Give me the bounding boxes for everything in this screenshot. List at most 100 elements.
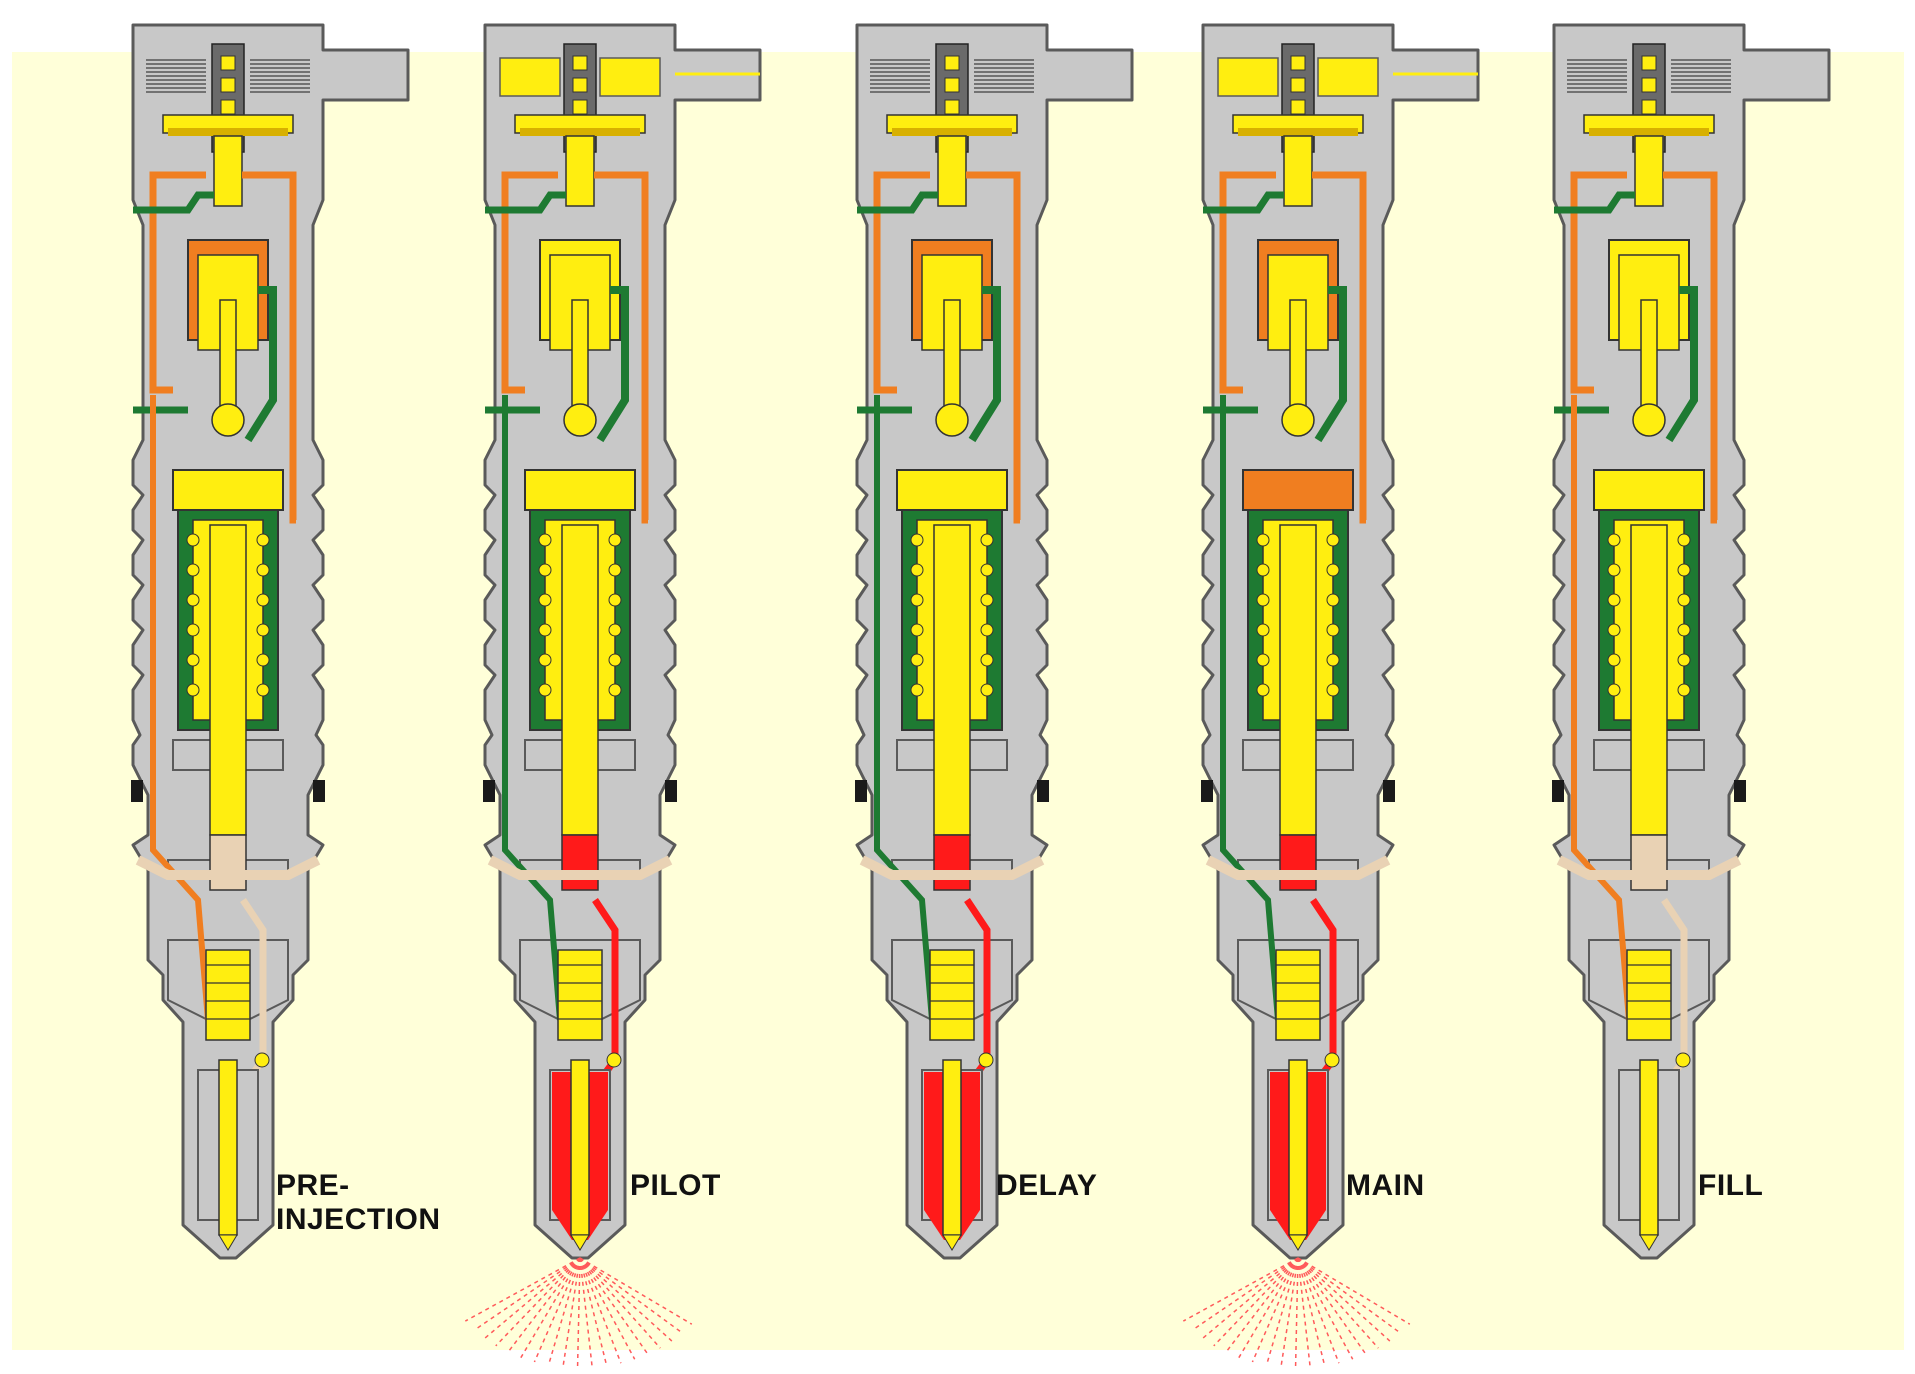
- spool-drain-return: [968, 286, 1001, 443]
- spring-coil-left: [1607, 593, 1621, 607]
- solenoid-coil: [974, 59, 1034, 93]
- solenoid-coil-energized: [499, 57, 561, 97]
- check-ball: [211, 403, 245, 437]
- spring-coil-left: [1607, 533, 1621, 547]
- poppet-spring-coil: [1641, 99, 1657, 115]
- injector-2: PILOT: [464, 23, 762, 1368]
- nozzle-needle: [942, 1059, 962, 1236]
- spray-stream: [520, 1257, 581, 1359]
- spray-stream: [1251, 1257, 1299, 1363]
- spring-coil-right: [980, 563, 994, 577]
- needle-tip: [942, 1234, 962, 1251]
- spring-coil-right: [1677, 683, 1691, 697]
- spring-coil-right: [256, 623, 270, 637]
- spray-stream: [1297, 1257, 1326, 1367]
- poppet-stem: [937, 135, 967, 207]
- nozzle-needle: [218, 1059, 238, 1236]
- poppet-spring-coil: [1290, 55, 1306, 71]
- drain-oil-passage: [485, 191, 566, 214]
- spray-stream: [579, 1257, 649, 1355]
- spray-stream: [547, 1257, 581, 1366]
- plunger: [209, 524, 247, 836]
- poppet-stem: [1283, 135, 1313, 207]
- spring-coil-right: [980, 653, 994, 667]
- stage-label-line: PRE-: [276, 1169, 350, 1202]
- spray-stream: [1297, 1257, 1354, 1360]
- o-ring-seal-right: [1734, 780, 1746, 802]
- intensifier-piston-head: [1593, 469, 1705, 511]
- needle-tip: [1639, 1234, 1659, 1251]
- needle-tip: [218, 1234, 238, 1251]
- spray-stream: [1297, 1257, 1367, 1355]
- spring-coil-left: [1256, 683, 1270, 697]
- spray-stream: [579, 1257, 608, 1367]
- spring-coil-right: [256, 533, 270, 547]
- spring-coil-right: [608, 593, 622, 607]
- supply-oil-passage: [594, 171, 649, 524]
- spray-stream: [1191, 1257, 1299, 1331]
- spring-coil-left: [538, 533, 552, 547]
- spray-stream: [464, 1257, 581, 1322]
- nozzle-needle: [570, 1059, 590, 1236]
- o-ring-seal-right: [1383, 780, 1395, 802]
- spray-stream: [579, 1257, 636, 1360]
- stage-label-line: INJECTION: [276, 1203, 441, 1236]
- poppet-spring-coil: [220, 77, 236, 93]
- spring-coil-left: [186, 593, 200, 607]
- armature-shade: [1238, 128, 1358, 136]
- injector-stages: PRE-INJECTION PILOT DELAY MAIN FILL: [131, 23, 1831, 1368]
- spray-stream: [507, 1257, 581, 1353]
- needle-tip: [1288, 1234, 1308, 1251]
- spring-coil-left: [1256, 593, 1270, 607]
- spring-coil-left: [910, 683, 924, 697]
- spring-coil-right: [1326, 683, 1340, 697]
- check-ball: [1632, 403, 1666, 437]
- spray-stream: [576, 1257, 581, 1368]
- spray-stream: [579, 1257, 622, 1364]
- fuel-inlet-band: [1556, 855, 1742, 880]
- actuation-oil-passage: [1570, 171, 1627, 394]
- spring-coil-right: [1326, 653, 1340, 667]
- actuation-oil-passage: [501, 171, 558, 394]
- spray-stream: [1297, 1257, 1401, 1334]
- armature-shade: [520, 128, 640, 136]
- check-ball: [1281, 403, 1315, 437]
- intensifier-piston-head: [524, 469, 636, 511]
- spring-coil-right: [1677, 653, 1691, 667]
- spring-coil-right: [608, 533, 622, 547]
- spring-coil-left: [1607, 683, 1621, 697]
- spring-coil-right: [608, 653, 622, 667]
- spool-stem: [1640, 299, 1658, 411]
- solenoid-coil-energized: [1217, 57, 1279, 97]
- o-ring-seal-right: [1037, 780, 1049, 802]
- nozzle-check-ball: [1324, 1052, 1340, 1068]
- spring-coil-left: [1256, 623, 1270, 637]
- stage-label-line: MAIN: [1346, 1169, 1425, 1202]
- plunger: [933, 524, 971, 836]
- spring-coil-left: [1607, 623, 1621, 637]
- spring-coil-left: [538, 563, 552, 577]
- injector-5: FILL: [1552, 23, 1831, 1260]
- spring-coil-left: [910, 653, 924, 667]
- stage-label-line: PILOT: [630, 1169, 721, 1202]
- spring-coil-right: [1326, 593, 1340, 607]
- spring-coil-right: [1677, 533, 1691, 547]
- spring-coil-left: [186, 563, 200, 577]
- plunger-fuel-chamber: [561, 834, 599, 891]
- poppet-stem: [213, 135, 243, 207]
- spring-coil-left: [910, 623, 924, 637]
- poppet-spring-coil: [944, 55, 960, 71]
- spring-coil-right: [980, 533, 994, 547]
- spray-stream: [484, 1257, 581, 1340]
- spool-drain-return: [244, 286, 277, 443]
- injector-4: MAIN: [1182, 23, 1480, 1368]
- nozzle-check-ball: [1675, 1052, 1691, 1068]
- drain-oil-passage: [133, 191, 214, 214]
- spool-stem: [1289, 299, 1307, 411]
- o-ring-seal-left: [483, 780, 495, 802]
- fuel-inlet-band: [1205, 855, 1391, 880]
- injector-3: DELAY: [855, 23, 1134, 1260]
- drain-oil-passage: [1203, 191, 1284, 214]
- solenoid-coil-energized: [599, 57, 661, 97]
- intensifier-piston-head: [1242, 469, 1354, 511]
